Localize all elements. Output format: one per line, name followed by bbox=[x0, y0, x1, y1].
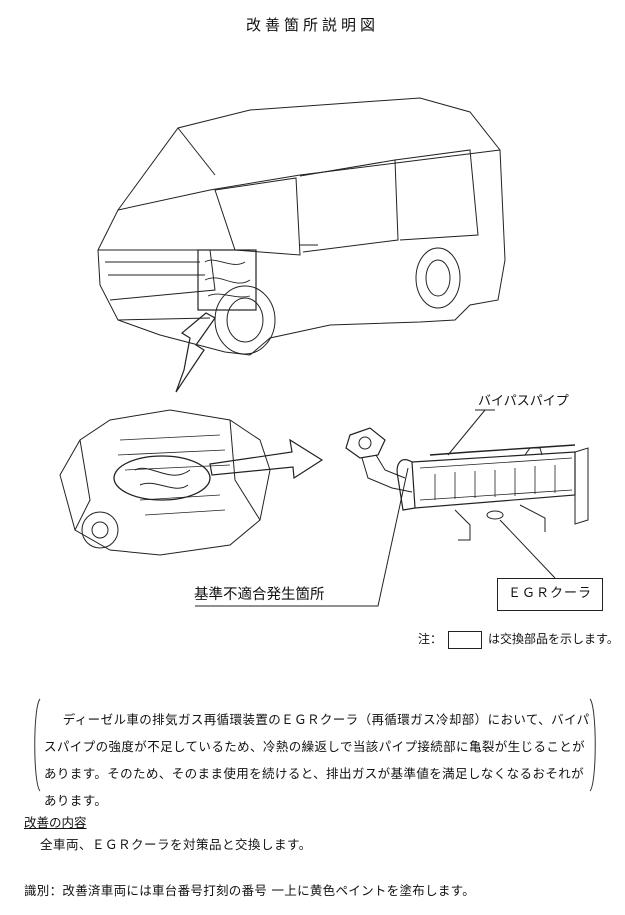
egr-cooler-drawing bbox=[345, 427, 589, 541]
legend-swatch bbox=[448, 630, 483, 649]
defect-leader bbox=[195, 467, 409, 607]
bypass-pipe-label: バイパスパイプ bbox=[478, 394, 569, 409]
bypass-leader bbox=[447, 409, 495, 456]
description-bracket bbox=[34, 698, 596, 792]
improvement-heading: 改善の内容 bbox=[24, 815, 87, 830]
down-arrow bbox=[175, 312, 216, 393]
egr-cooler-label: ＥＧＲクーラ bbox=[497, 578, 603, 611]
description-text: ディーゼル車の排気ガス再循環装置のＥＧＲクーラ（再循環ガス冷却部）において、バイ… bbox=[44, 712, 590, 808]
legend-note-suffix: は交換部品を示します。 bbox=[488, 632, 619, 646]
right-arrow bbox=[209, 438, 324, 480]
legend-note: 注： は交換部品を示します。 bbox=[418, 630, 619, 649]
legend-note-prefix: 注： bbox=[418, 632, 443, 646]
egr-leader bbox=[499, 519, 556, 579]
engine-drawing bbox=[59, 409, 271, 556]
page-title: 改善箇所説明図 bbox=[245, 16, 379, 34]
defect-location-label: 基準不適合発生箇所 bbox=[194, 587, 325, 603]
improvement-body: 全車両、ＥＧＲクーラを対策品と交換します。 bbox=[40, 837, 312, 852]
van-drawing bbox=[97, 97, 506, 356]
identification-text: 識別：改善済車両には車台番号打刻の番号 一上に黄色ペイントを塗布します。 bbox=[24, 883, 476, 898]
